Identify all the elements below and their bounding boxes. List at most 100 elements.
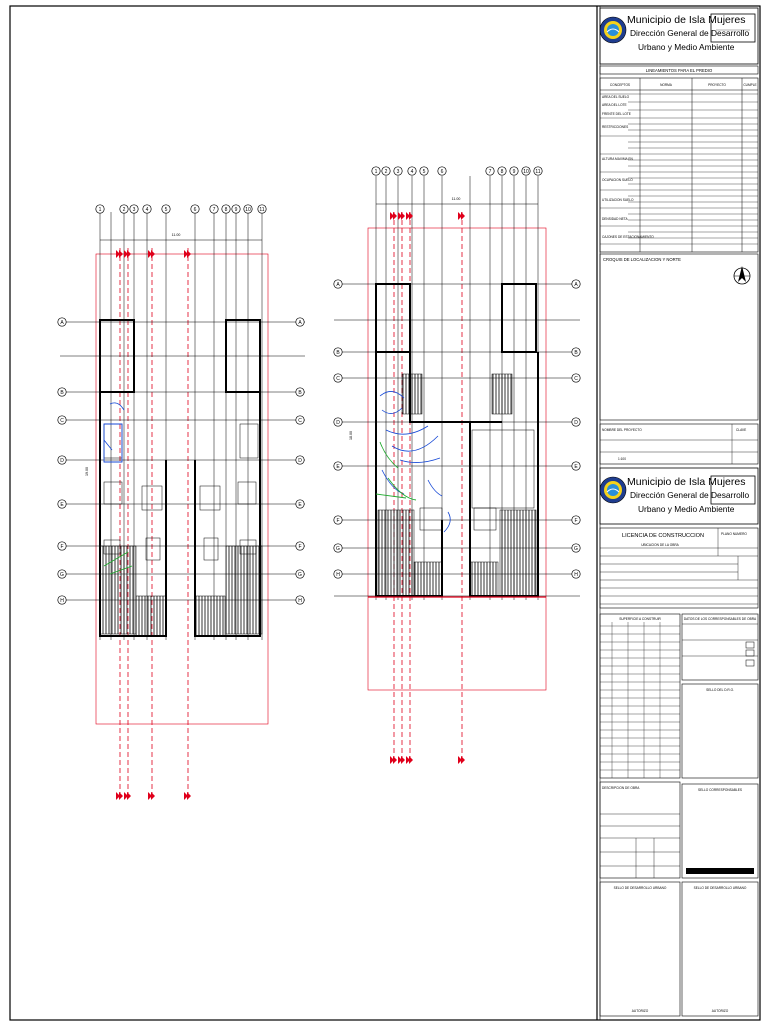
svg-text:G: G	[60, 572, 64, 578]
left-row-bubble-l-3: D	[57, 455, 67, 465]
lineamientos-title: LINEAMIENTOS PARA EL PREDIO	[646, 68, 713, 73]
svg-text:A: A	[574, 282, 578, 288]
municipality-name: Municipio de Isla Mujeres	[627, 14, 745, 26]
direction-line-1-2: Dirección General de Desarrollo	[630, 490, 750, 500]
right-axis-bubble-2: 3	[393, 166, 403, 176]
svg-text:2: 2	[123, 207, 126, 213]
svg-text:H: H	[574, 572, 578, 578]
svg-text:F: F	[60, 544, 63, 550]
right-row-bubble-l-0: A	[333, 279, 343, 289]
right-arrow-top-3	[458, 212, 465, 220]
right-axis-bubble-1: 2	[381, 166, 391, 176]
svg-text:11: 11	[535, 169, 540, 175]
svg-text:E: E	[60, 502, 64, 508]
left-total-dim: 11.00	[172, 233, 181, 237]
left-arrow-bottom-0	[116, 792, 123, 800]
left-row-bubble-r-2: C	[295, 415, 305, 425]
title-block-top: Municipio de Isla Mujeres Dirección Gene…	[599, 7, 759, 465]
svg-text:G: G	[574, 546, 578, 552]
left-row-bubble-r-7: H	[295, 595, 305, 605]
right-axis-bubble-6: 7	[485, 166, 495, 176]
license-block: Municipio de Isla Mujeres Dirección Gene…	[599, 467, 759, 1017]
svg-text:9: 9	[235, 207, 238, 213]
svg-text:F: F	[574, 518, 577, 524]
left-axis-bubble-5: 6	[190, 204, 200, 214]
left-arrow-bottom-1	[124, 792, 131, 800]
municipality-logo-2	[599, 476, 627, 504]
right-arrow-bottom-1	[398, 756, 405, 764]
license-title: LICENCIA DE CONSTRUCCION	[622, 533, 704, 539]
svg-text:G: G	[336, 546, 340, 552]
svg-text:7: 7	[489, 169, 492, 175]
svg-text:10: 10	[245, 207, 251, 213]
svg-text:8: 8	[225, 207, 228, 213]
svg-text:D: D	[298, 458, 302, 464]
left-axis-bubble-0: 1	[95, 204, 105, 214]
obra-location-label: UBICACION DE LA OBRA	[641, 543, 679, 547]
svg-text:E: E	[298, 502, 302, 508]
clave-label: CLAVE	[736, 428, 746, 432]
svg-text:7: 7	[213, 207, 216, 213]
left-axis-bubble-7: 8	[221, 204, 231, 214]
svg-text:3: 3	[133, 207, 136, 213]
municipality-logo	[599, 16, 627, 44]
right-row-bubble-r-1: B	[571, 347, 581, 357]
svg-text:9: 9	[513, 169, 516, 175]
right-row-bubble-l-5: F	[333, 515, 343, 525]
left-axis-bubble-8: 9	[231, 204, 241, 214]
municipality-name-2: Municipio de Isla Mujeres	[627, 476, 745, 488]
svg-text:D: D	[336, 420, 340, 426]
left-side-dim: 19.00	[85, 467, 89, 476]
datos-label: DATOS DE LOS CORRESPONSABLES DE OBRA	[684, 617, 757, 621]
svg-text:F: F	[298, 544, 301, 550]
right-total-dim: 11.00	[452, 197, 461, 201]
svg-text:H: H	[298, 598, 302, 604]
superficies-label: SUPERFICIE A CONSTRUIR	[619, 617, 661, 621]
left-row-bubble-l-5: F	[57, 541, 67, 551]
left-axis-bubble-2: 3	[129, 204, 139, 214]
left-arrow-bottom-3	[184, 792, 191, 800]
right-row-bubble-l-6: G	[333, 543, 343, 553]
right-row-bubble-l-7: H	[333, 569, 343, 579]
right-axis-bubble-8: 9	[509, 166, 519, 176]
sheet-border	[9, 5, 761, 1021]
firma-2: AUTORIZO	[712, 1009, 729, 1013]
right-arrow-top-0	[390, 212, 397, 220]
right-axis-bubble-3: 4	[407, 166, 417, 176]
left-arrow-top-2	[148, 250, 155, 258]
left-arrow-top-1	[124, 250, 131, 258]
svg-text:H: H	[60, 598, 64, 604]
right-arrow-bottom-2	[406, 756, 413, 764]
left-axis-bubble-1: 2	[119, 204, 129, 214]
left-axis-bubble-6: 7	[209, 204, 219, 214]
svg-text:1: 1	[375, 169, 378, 175]
svg-text:8: 8	[501, 169, 504, 175]
right-row-bubble-r-3: D	[571, 417, 581, 427]
concept-densidad: DENSIDAD NETA	[602, 217, 628, 221]
svg-text:C: C	[574, 376, 578, 382]
right-arrow-top-1	[398, 212, 405, 220]
svg-text:6: 6	[441, 169, 444, 175]
concept-ocupacion: OCUPACION SUELO	[602, 178, 633, 182]
right-axis-bubble-5: 6	[437, 166, 447, 176]
left-row-bubble-l-7: H	[57, 595, 67, 605]
right-row-bubble-l-3: D	[333, 417, 343, 427]
croquis-label: CROQUIS DE LOCALIZACION Y NORTE	[603, 257, 681, 262]
plano-label: PLANO NUMERO	[721, 532, 747, 536]
concept-altura: ALTURA MAXIMA EN	[602, 157, 633, 161]
svg-text:A: A	[60, 320, 64, 326]
right-side-dim: 18.00	[349, 431, 353, 440]
direction-line-2: Urbano y Medio Ambiente	[638, 42, 735, 52]
concept-area-lote: AREA DEL LOTE	[602, 103, 627, 107]
right-row-bubble-r-7: H	[571, 569, 581, 579]
right-arrow-bottom-0	[390, 756, 397, 764]
right-axis-bubble-4: 5	[419, 166, 429, 176]
left-row-bubble-r-5: F	[295, 541, 305, 551]
concept-utilizacion: UTILIZACION SUELO	[602, 198, 634, 202]
col-norma: NORMA	[660, 83, 673, 87]
right-row-bubble-l-4: E	[333, 461, 343, 471]
left-row-bubble-l-1: B	[57, 387, 67, 397]
left-row-bubble-l-0: A	[57, 317, 67, 327]
left-arrow-top-0	[116, 250, 123, 258]
